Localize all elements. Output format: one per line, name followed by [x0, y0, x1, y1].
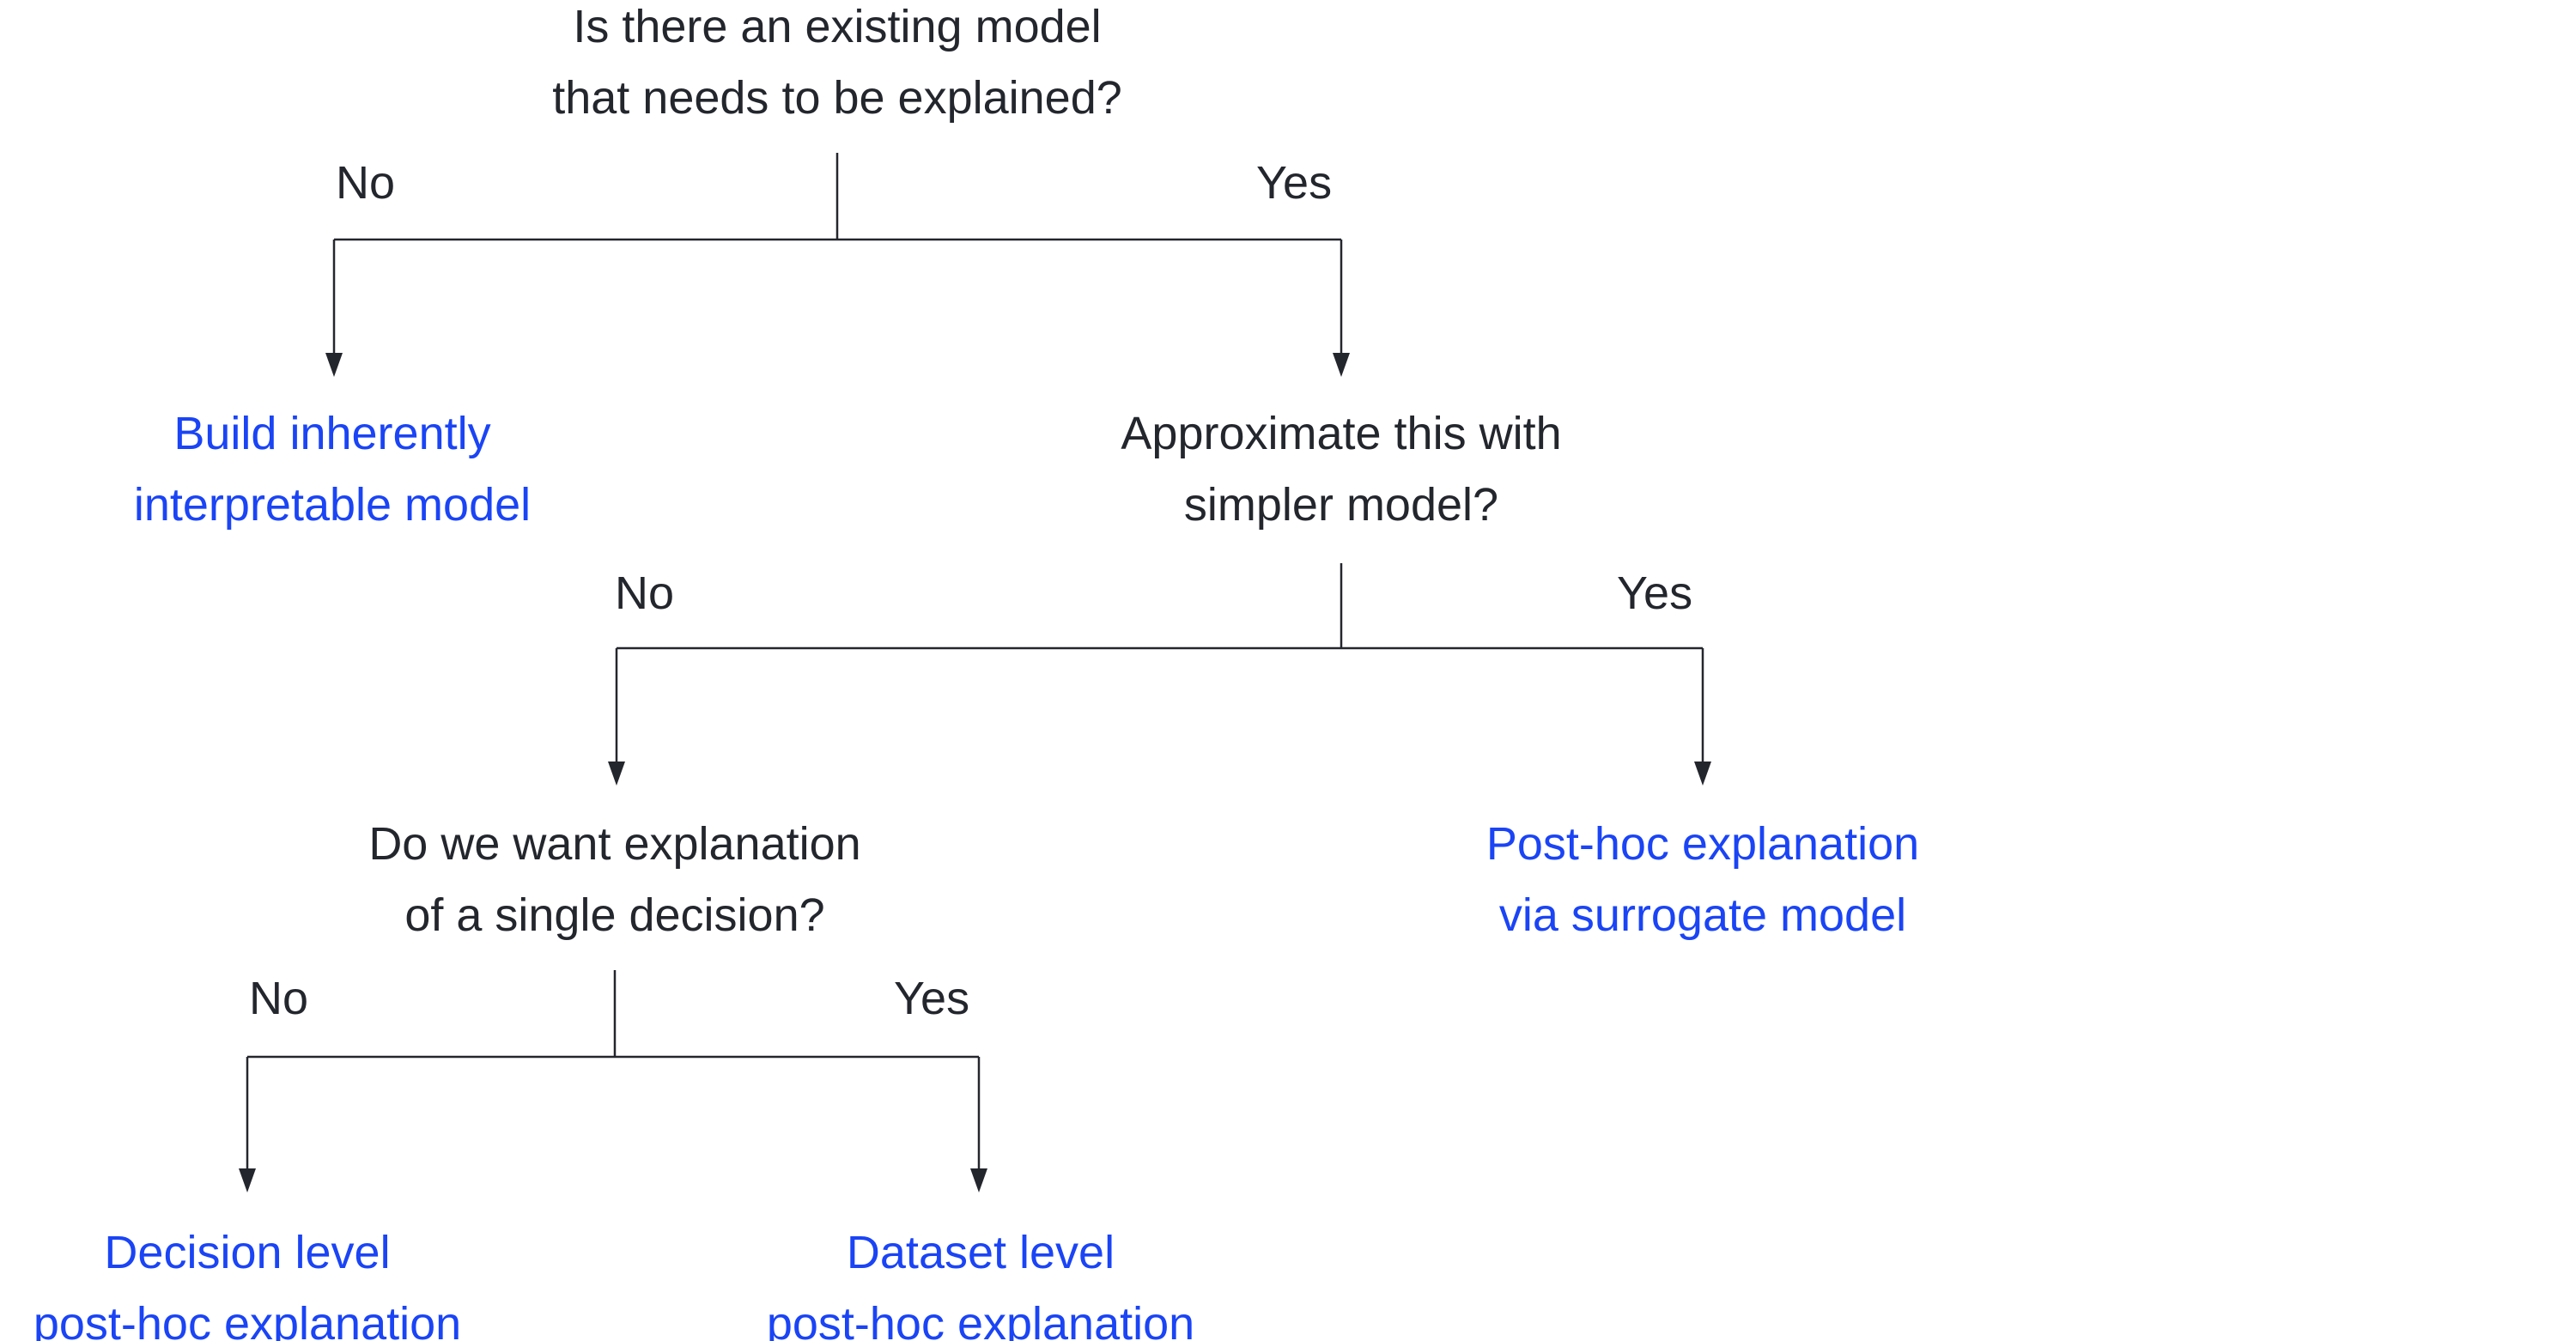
outcome-line-1: Decision level — [104, 1227, 390, 1278]
approximate-no-label: No — [615, 567, 674, 619]
arrow-down-icon — [1333, 353, 1350, 377]
outcome-line-2: via surrogate model — [1499, 889, 1906, 941]
root-question: Is there an existing model that needs to… — [552, 1, 1122, 124]
approximate-yes-label: Yes — [1617, 567, 1692, 619]
arrow-down-icon — [325, 353, 343, 377]
outcome-line-2: post-hoc explanation — [767, 1298, 1194, 1341]
approximate-question: Approximate this with simpler model? — [1121, 408, 1561, 531]
outcome-dataset-level: Dataset level post-hoc explanation — [767, 1227, 1194, 1341]
single-yes-label: Yes — [894, 973, 969, 1024]
root-no-label: No — [336, 157, 395, 209]
root-question-line-1: Is there an existing model — [573, 1, 1101, 52]
single-no-label: No — [249, 973, 308, 1024]
outcome-line-2: interpretable model — [134, 479, 531, 531]
outcome-build-interpretable: Build inherently interpretable model — [134, 408, 531, 531]
arrow-down-icon — [608, 762, 625, 786]
outcome-surrogate-model: Post-hoc explanation via surrogate model — [1486, 818, 1919, 941]
arrow-down-icon — [970, 1168, 987, 1192]
arrow-down-icon — [239, 1168, 256, 1192]
single-decision-question: Do we want explanation of a single decis… — [368, 818, 860, 941]
outcome-line-1: Build inherently — [173, 408, 490, 459]
root-yes-label: Yes — [1256, 157, 1332, 209]
question-line-2: simpler model? — [1184, 479, 1498, 531]
outcome-line-2: post-hoc explanation — [33, 1298, 461, 1341]
question-line-1: Approximate this with — [1121, 408, 1561, 459]
arrow-down-icon — [1694, 762, 1711, 786]
outcome-decision-level: Decision level post-hoc explanation — [33, 1227, 461, 1341]
question-line-1: Do we want explanation — [368, 818, 860, 870]
root-question-line-2: that needs to be explained? — [552, 72, 1122, 124]
approximate-connector — [608, 563, 1711, 786]
question-line-2: of a single decision? — [404, 889, 824, 941]
single-decision-connector — [239, 970, 987, 1192]
outcome-line-1: Post-hoc explanation — [1486, 818, 1919, 870]
outcome-line-1: Dataset level — [847, 1227, 1115, 1278]
root-connector — [325, 153, 1350, 377]
